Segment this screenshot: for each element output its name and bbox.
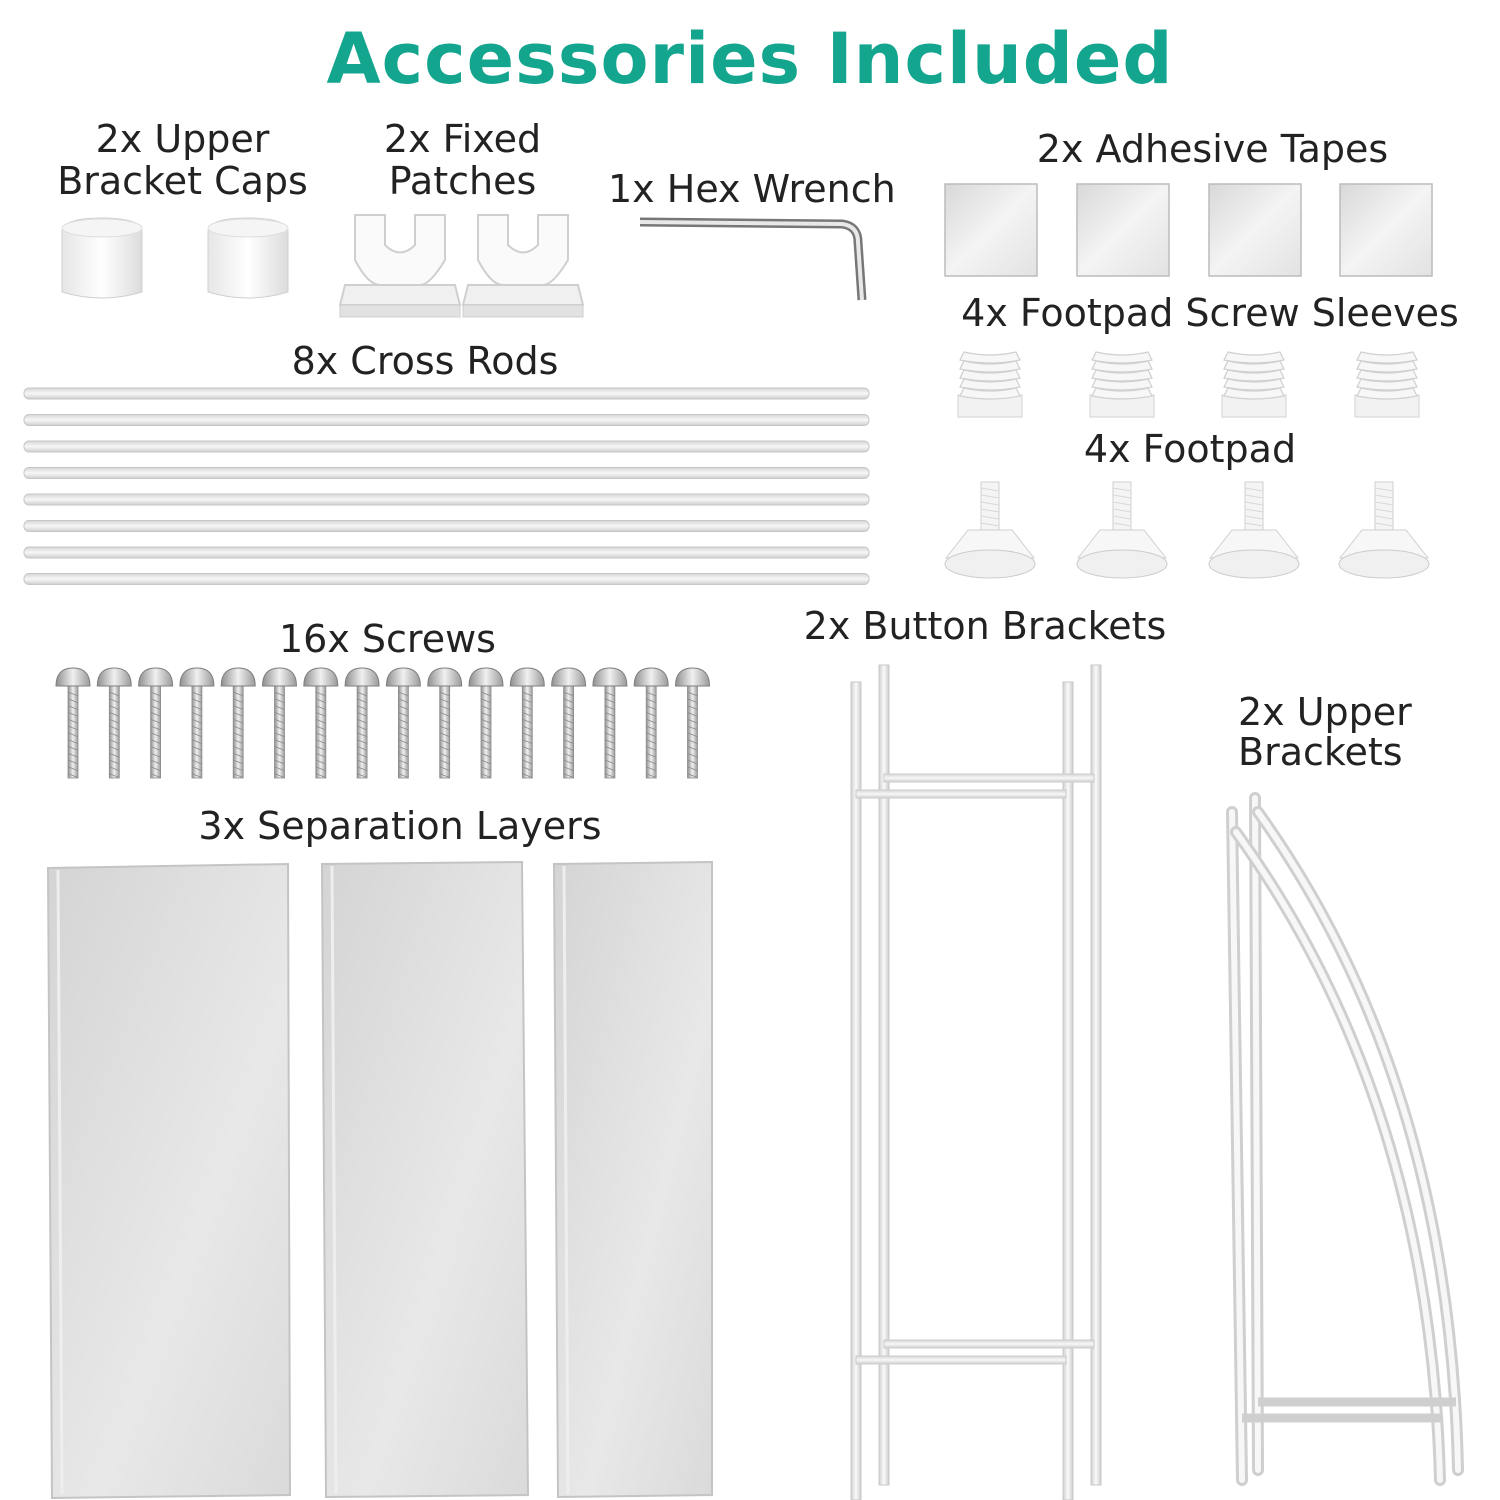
- label-adhesive-tapes: 2x Adhesive Tapes: [1036, 127, 1389, 171]
- separation-layer-icon: [46, 860, 713, 1500]
- label-hex-wrench: 1x Hex Wrench: [608, 167, 896, 211]
- fixed-patch-icon: [461, 214, 585, 318]
- label-upper-brackets: 2x Upper Brackets: [1238, 690, 1412, 774]
- label-footpad: 4x Footpad: [1083, 427, 1297, 471]
- label-separation-layers: 3x Separation Layers: [198, 804, 602, 848]
- cross-rod-icon: [23, 387, 870, 585]
- adhesive-tape-icon: [944, 183, 1433, 277]
- label-footpad-screw-sleeves: 4x Footpad Screw Sleeves: [961, 291, 1459, 335]
- label-upper-bracket-caps: 2x Upper Bracket Caps: [57, 117, 308, 203]
- page-title: Accessories Included: [326, 18, 1174, 100]
- bracket-cap-icon: [207, 217, 289, 299]
- hex-wrench-icon: [639, 217, 867, 301]
- upper-bracket-icon: [1226, 792, 1464, 1486]
- label-fixed-patches: 2x Fixed Patches: [383, 117, 542, 203]
- button-bracket-icon: [850, 664, 1102, 1500]
- label-button-brackets: 2x Button Brackets: [803, 604, 1167, 648]
- fixed-patch-icon: [338, 214, 462, 318]
- label-screws: 16x Screws: [279, 617, 496, 661]
- screw-sleeve-icon: [957, 351, 1420, 418]
- screw-icon: [55, 667, 711, 779]
- bracket-cap-icon: [61, 217, 143, 299]
- footpad-icon: [944, 481, 1430, 579]
- label-cross-rods: 8x Cross Rods: [291, 339, 559, 383]
